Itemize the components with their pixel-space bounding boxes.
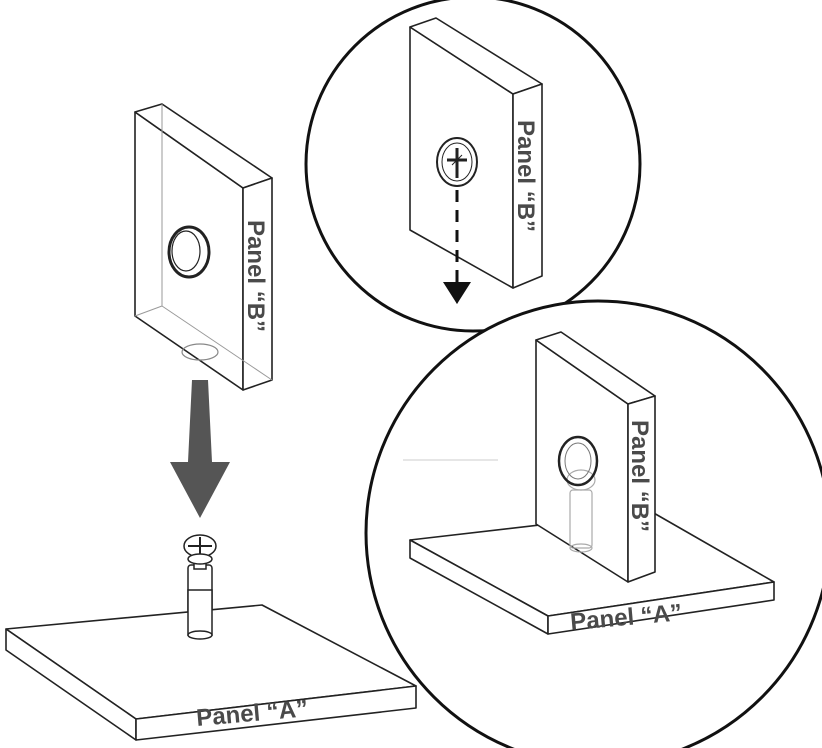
panel-b-label-detail-1: Panel “B” <box>512 120 539 232</box>
dowel-hole-bottom <box>181 343 219 361</box>
panel-a-board <box>5 604 417 741</box>
cam-lock-engaged-icon <box>557 435 599 487</box>
down-arrow-icon <box>170 380 230 518</box>
screw-head-icon <box>436 137 478 187</box>
panel-b-detail-2 <box>535 331 656 583</box>
panel-b-exploded <box>134 103 273 391</box>
panel-b-detail-1 <box>409 17 543 289</box>
panel-b-label-detail-2: Panel “B” <box>626 420 653 532</box>
cam-bolt-base <box>187 589 213 640</box>
panel-a-detail <box>409 511 775 635</box>
panel-b-label-left: Panel “B” <box>242 220 269 332</box>
cam-lock-hole <box>167 225 211 279</box>
arrowhead-icon <box>443 282 471 304</box>
